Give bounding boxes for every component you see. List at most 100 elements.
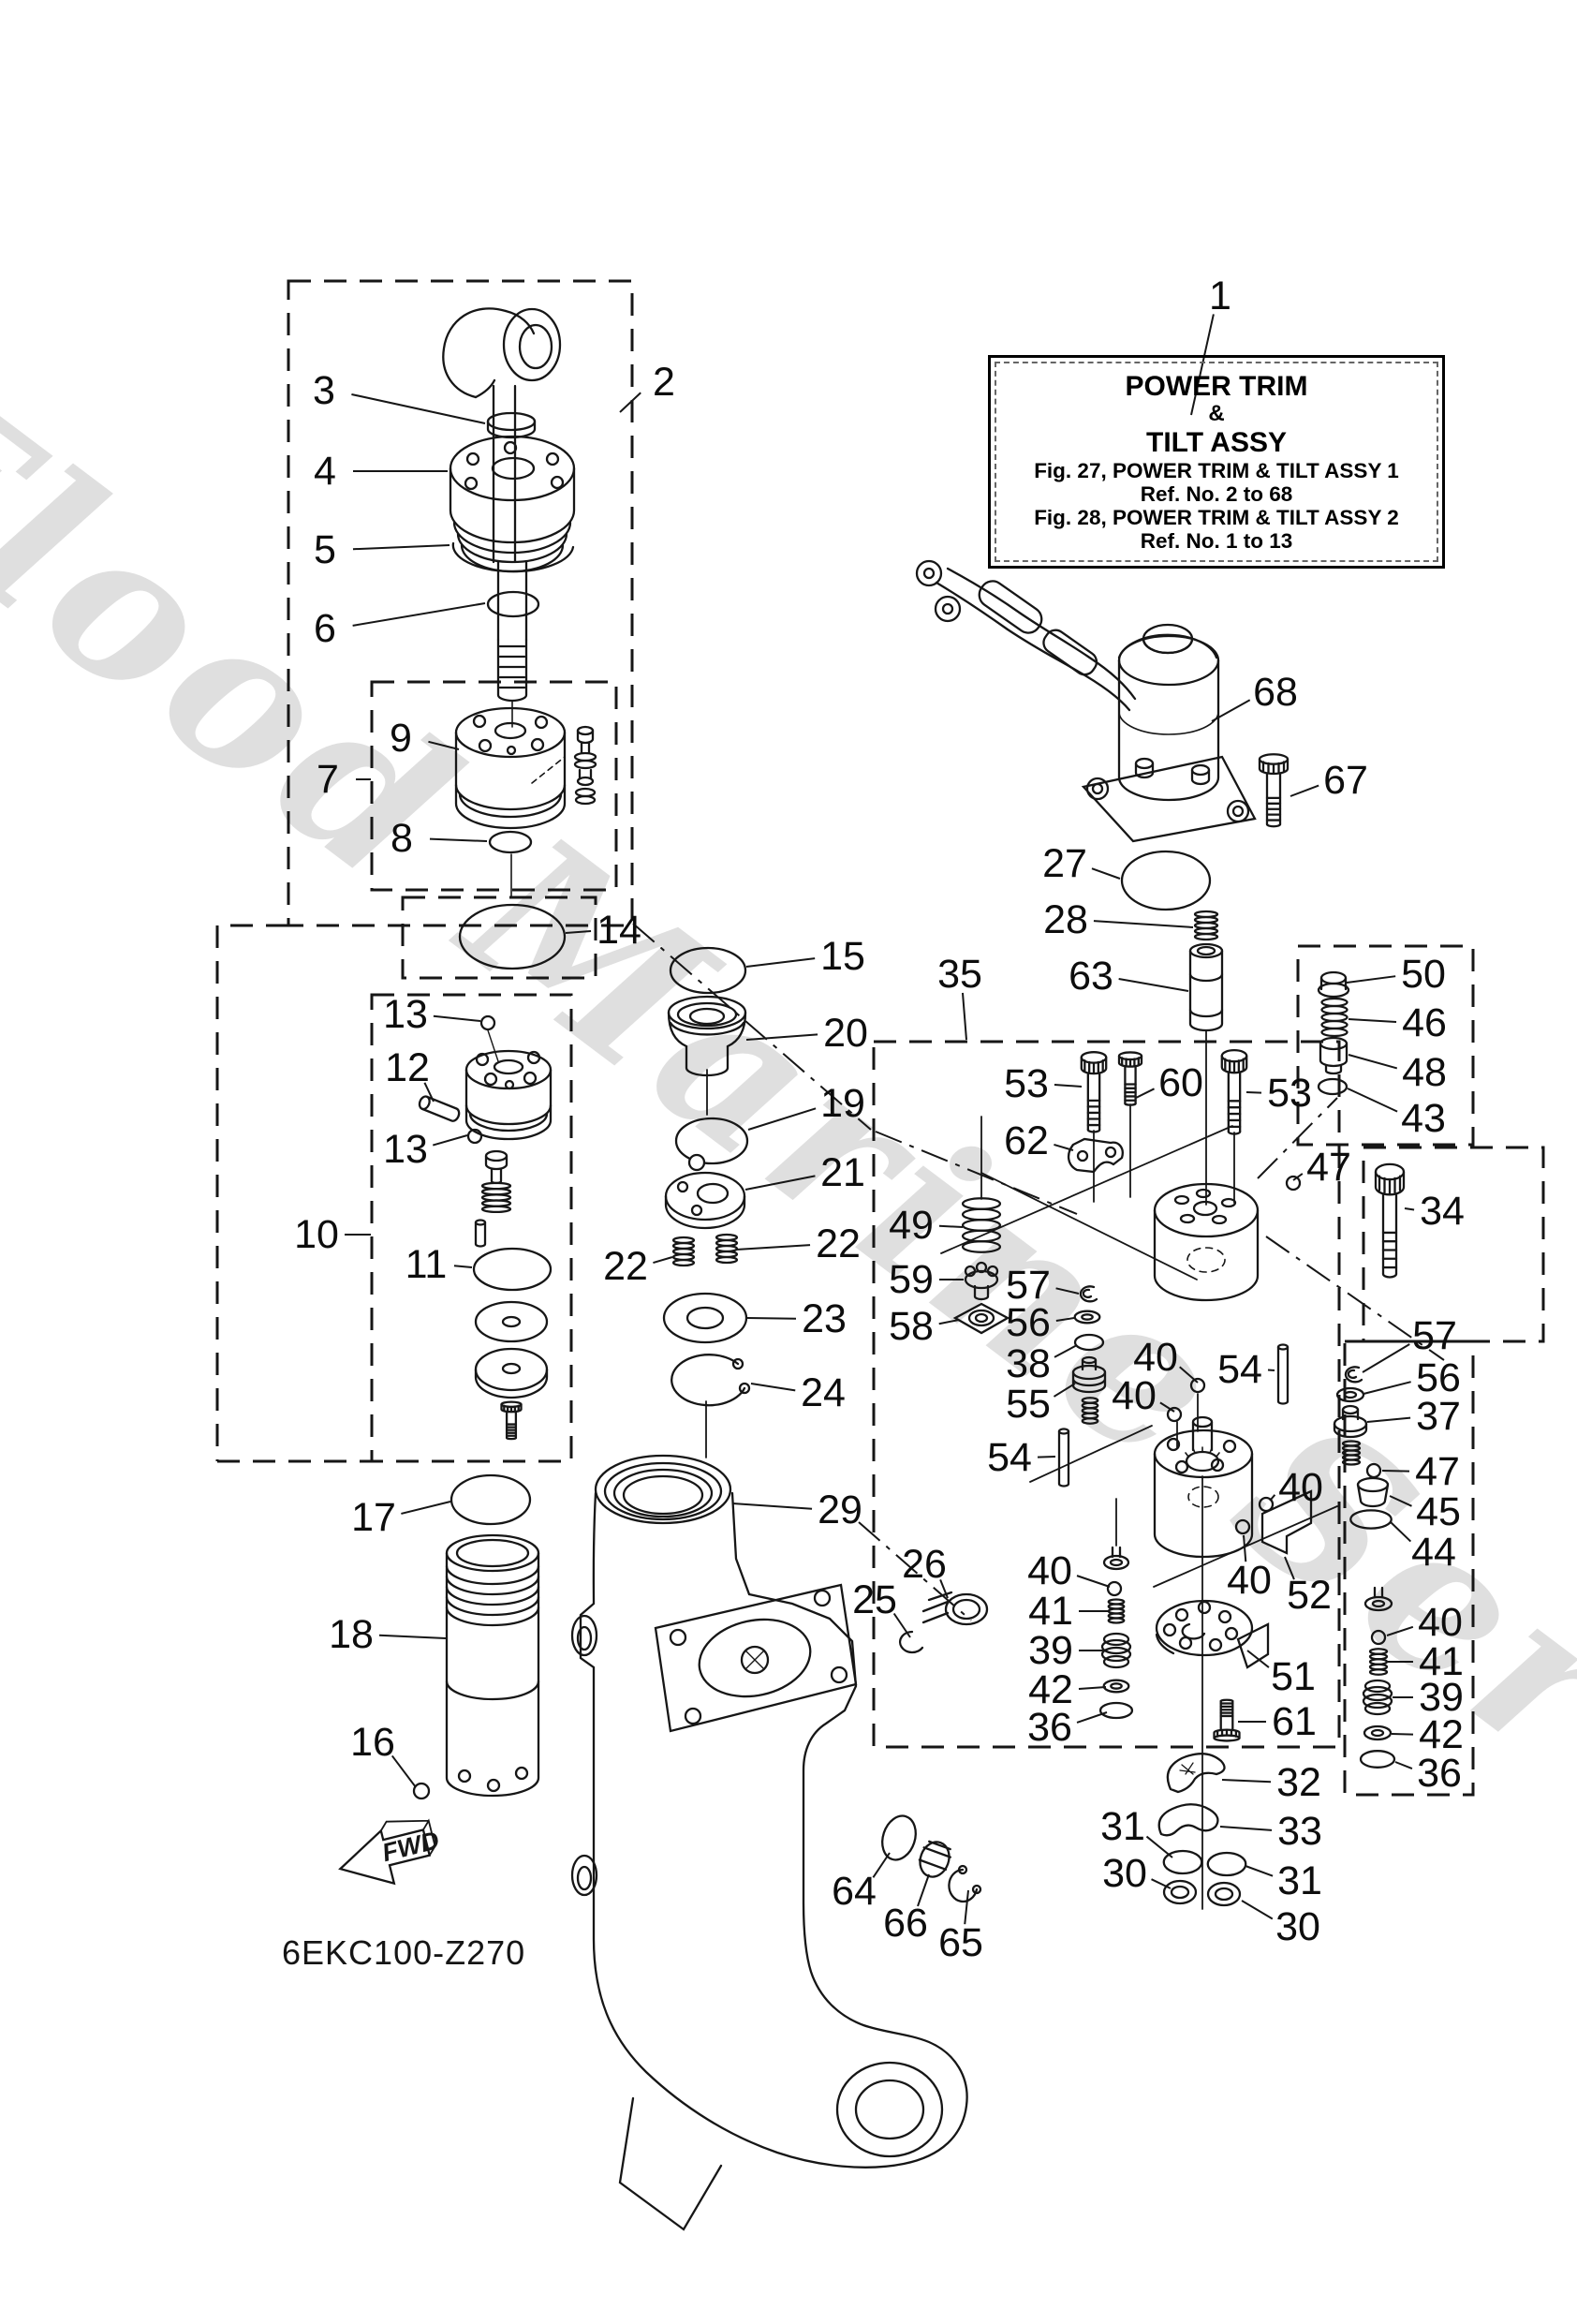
drawing-code: 6EKC100-Z270 — [282, 1933, 526, 1972]
callout-leader — [1366, 1416, 1411, 1423]
group-box — [287, 279, 634, 927]
callout-leader — [1284, 1556, 1295, 1580]
callout-label: 51 — [1271, 1654, 1316, 1699]
callout-label: 25 — [852, 1577, 897, 1622]
callout-label: 31 — [1277, 1858, 1322, 1903]
callout-leader — [1347, 1088, 1398, 1113]
callout-leader — [428, 740, 460, 750]
part-piston-head — [454, 706, 597, 898]
callout-label: 40 — [1418, 1600, 1463, 1645]
callout-leader — [1151, 1878, 1172, 1889]
callout-leader — [423, 1082, 435, 1103]
callout-leader — [938, 1224, 964, 1228]
callout-leader — [735, 1244, 811, 1251]
callout-label: 23 — [802, 1296, 847, 1341]
part-inner-cylinder — [412, 1473, 540, 1800]
callout-label: 40 — [1112, 1373, 1157, 1418]
callout-leader — [1135, 1088, 1155, 1099]
callout-leader — [1363, 1381, 1411, 1395]
part-oring-44 — [1349, 1508, 1393, 1531]
callout-label: 40 — [1027, 1548, 1072, 1593]
part-oring-38 — [1073, 1333, 1105, 1352]
callout-label: 62 — [1004, 1118, 1049, 1163]
callout-label: 53 — [1267, 1071, 1312, 1116]
callout-leader — [1053, 1383, 1076, 1398]
callout-leader — [1292, 1173, 1304, 1181]
callout-label: 44 — [1411, 1530, 1456, 1575]
callout-label: 63 — [1069, 954, 1113, 999]
callout-leader — [1076, 1575, 1111, 1588]
callout-leader — [744, 1175, 816, 1191]
callout-leader — [401, 1501, 451, 1515]
callout-label: 8 — [391, 816, 413, 861]
callout-leader — [1093, 920, 1194, 928]
part-oring-15 — [669, 946, 747, 995]
callout-label: 40 — [1227, 1558, 1272, 1603]
callout-label: 34 — [1420, 1189, 1465, 1234]
part-valve-column-right — [1359, 1586, 1396, 1769]
part-plate-52 — [1260, 1489, 1313, 1555]
callout-label: 38 — [1006, 1341, 1051, 1386]
callout-label: 43 — [1401, 1096, 1446, 1141]
callout-label: 49 — [889, 1203, 934, 1248]
callout-label: 46 — [1402, 1000, 1447, 1045]
part-washer-56 — [1335, 1386, 1365, 1403]
callout-leader — [1404, 1207, 1415, 1211]
group-box — [872, 1040, 1341, 1749]
part-cylinder-body — [570, 1454, 989, 2231]
callout-leader — [1221, 1779, 1272, 1784]
callout-label: 36 — [1417, 1751, 1462, 1796]
part-valve-column-left — [1098, 1546, 1134, 1720]
callout-label: 56 — [1416, 1355, 1461, 1400]
part-lower-piston-group — [418, 1014, 553, 1440]
callout-label: 41 — [1028, 1589, 1073, 1634]
group-box — [401, 896, 597, 980]
callout-leader — [1391, 1733, 1414, 1736]
part-bolt-61 — [1213, 1698, 1241, 1742]
title-line: TILT ASSY — [1146, 427, 1287, 459]
callout-label: 22 — [816, 1221, 861, 1266]
callout-label: 22 — [603, 1244, 648, 1289]
callout-label: 67 — [1323, 758, 1368, 803]
callout-leader — [750, 1383, 796, 1392]
callout-leader — [745, 1033, 818, 1041]
callout-label: 30 — [1102, 1851, 1147, 1896]
callout-leader — [892, 1612, 911, 1638]
callout-leader — [964, 1889, 969, 1925]
part-oring-17 — [450, 1473, 532, 1526]
phantom-lines — [632, 923, 1445, 1621]
callout-leader — [1054, 1143, 1074, 1151]
callout-label: 54 — [987, 1435, 1032, 1480]
title-line: POWER TRIM — [1125, 370, 1308, 402]
callout-label: 40 — [1133, 1335, 1178, 1380]
part-valve-55 — [1071, 1355, 1107, 1394]
callout-label: 66 — [883, 1901, 928, 1946]
callout-label: 29 — [818, 1488, 862, 1532]
part-bolt-34 — [1374, 1162, 1406, 1279]
callout-leader — [1243, 1534, 1247, 1562]
callout-leader — [565, 930, 592, 934]
callout-label: 47 — [1306, 1145, 1351, 1190]
callout-leader — [1362, 1343, 1410, 1373]
callout-leader — [1211, 699, 1251, 722]
callout-leader — [1054, 1344, 1078, 1358]
callout-leader — [1091, 867, 1121, 880]
title-line: Ref. No. 1 to 13 — [1140, 529, 1293, 554]
callout-leader — [378, 1634, 447, 1639]
callout-leader — [1246, 1650, 1270, 1668]
callout-leader — [1055, 1287, 1080, 1295]
callout-label: 55 — [1006, 1382, 1051, 1427]
callout-label: 48 — [1402, 1050, 1447, 1095]
part-gear-pump — [1098, 1377, 1396, 1907]
callout-label: 54 — [1217, 1347, 1262, 1392]
part-spring-28 — [1194, 910, 1218, 940]
part-ball-16 — [412, 1782, 431, 1800]
part-oring-11 — [472, 1247, 553, 1292]
callout-label: 5 — [314, 527, 336, 572]
callout-leader — [731, 1502, 813, 1510]
callout-leader — [1346, 975, 1396, 984]
callout-label: 14 — [597, 908, 641, 953]
part-valve-59 — [964, 1261, 999, 1301]
part-collar-3 — [486, 411, 537, 439]
